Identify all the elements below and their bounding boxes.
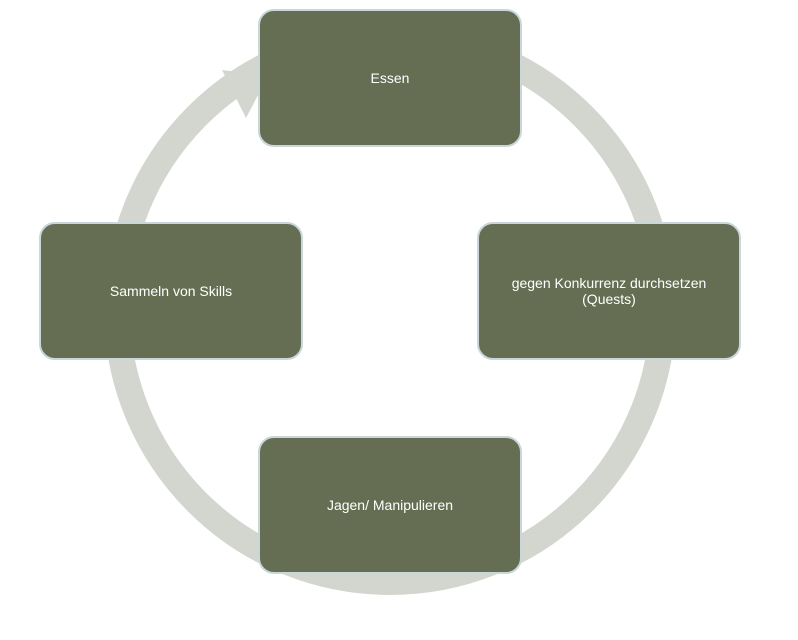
- node-skills: Sammeln von Skills: [39, 222, 303, 360]
- node-quests-label: gegen Konkurrenz durchsetzen (Quests): [511, 275, 707, 307]
- node-skills-label: Sammeln von Skills: [109, 283, 233, 299]
- node-essen: Essen: [258, 9, 522, 147]
- node-jagen-label: Jagen/ Manipulieren: [326, 497, 454, 513]
- cycle-arrowhead-icon: [222, 70, 268, 118]
- node-jagen: Jagen/ Manipulieren: [258, 436, 522, 574]
- node-quests: gegen Konkurrenz durchsetzen (Quests): [477, 222, 741, 360]
- node-essen-label: Essen: [370, 70, 410, 86]
